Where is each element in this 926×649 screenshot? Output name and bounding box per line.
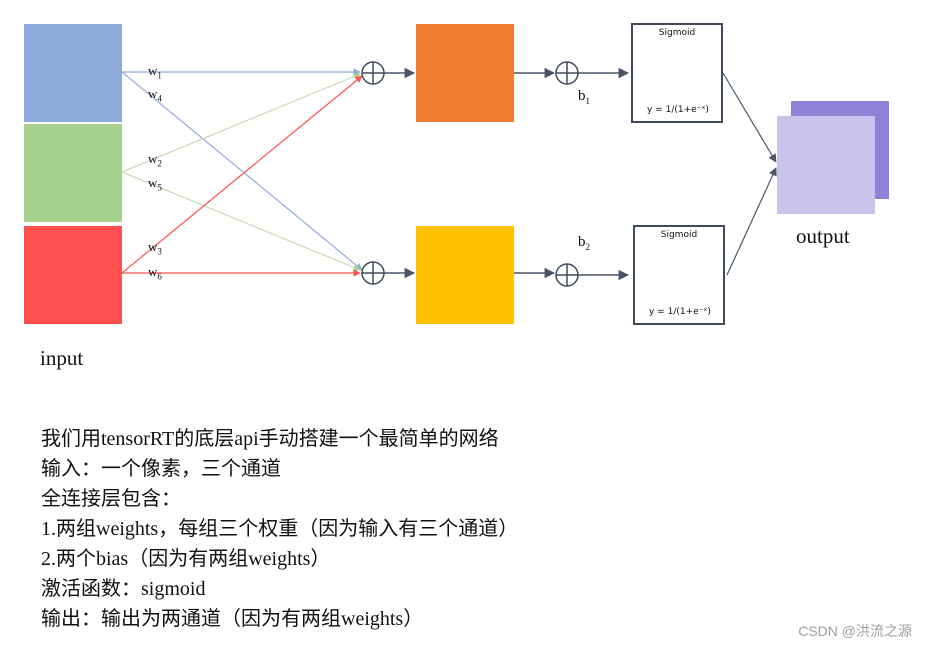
weight-label-w4: w4 <box>148 86 162 104</box>
weight-label-w2: w2 <box>148 151 162 169</box>
description-line: 我们用tensorRT的底层api手动搭建一个最简单的网络 <box>41 428 499 450</box>
bias-sum-node-top <box>555 61 579 85</box>
watermark: CSDN @洪流之源 <box>798 623 912 639</box>
network-diagram <box>24 24 889 324</box>
bias-label-b2: b2 <box>578 234 590 252</box>
sigmoid-title: Sigmoid <box>660 230 698 240</box>
neuron-bottom <box>416 226 514 324</box>
description-line: 激活函数：sigmoid <box>41 578 206 600</box>
description-line: 输出：输出为两通道（因为有两组weights） <box>41 608 424 630</box>
input-channel-red <box>24 226 122 324</box>
weight-label-w6: w6 <box>148 264 162 282</box>
weight-label-w5: w5 <box>148 175 162 193</box>
input-label: input <box>40 346 84 370</box>
sum-node-top <box>361 61 385 85</box>
sigmoid-box-top: Sigmoid y = 1/(1+e⁻ˣ) <box>631 23 723 123</box>
input-channel-blue <box>24 24 122 122</box>
description-line: 2.两个bias（因为有两组weights） <box>41 548 331 570</box>
output-label: output <box>796 224 850 248</box>
sum-node-bottom <box>361 261 385 285</box>
edge-sigmoid-top-to-output <box>722 72 777 163</box>
weight-label-w1: w1 <box>148 63 162 81</box>
input-channel-green <box>24 124 122 222</box>
edge-sigmoid-bottom-to-output <box>726 167 777 276</box>
output-channel-front <box>777 116 875 214</box>
description-line: 输入：一个像素，三个通道 <box>41 458 281 480</box>
sigmoid-formula: y = 1/(1+e⁻ˣ) <box>649 307 711 317</box>
edge-w2 <box>121 73 361 173</box>
sigmoid-box-bottom: Sigmoid y = 1/(1+e⁻ˣ) <box>633 225 725 325</box>
edge-w5 <box>121 171 361 271</box>
sigmoid-title: Sigmoid <box>658 28 696 38</box>
edge-w4 <box>121 71 363 271</box>
bias-label-b1: b1 <box>578 88 590 106</box>
description-line: 1.两组weights，每组三个权重（因为输入有三个通道） <box>41 518 519 540</box>
description-line: 全连接层包含： <box>41 488 181 510</box>
weight-label-w3: w3 <box>148 239 162 257</box>
edge-w3 <box>121 75 363 274</box>
neuron-top <box>416 24 514 122</box>
sigmoid-formula: y = 1/(1+e⁻ˣ) <box>647 105 709 115</box>
bias-sum-node-bottom <box>555 263 579 287</box>
